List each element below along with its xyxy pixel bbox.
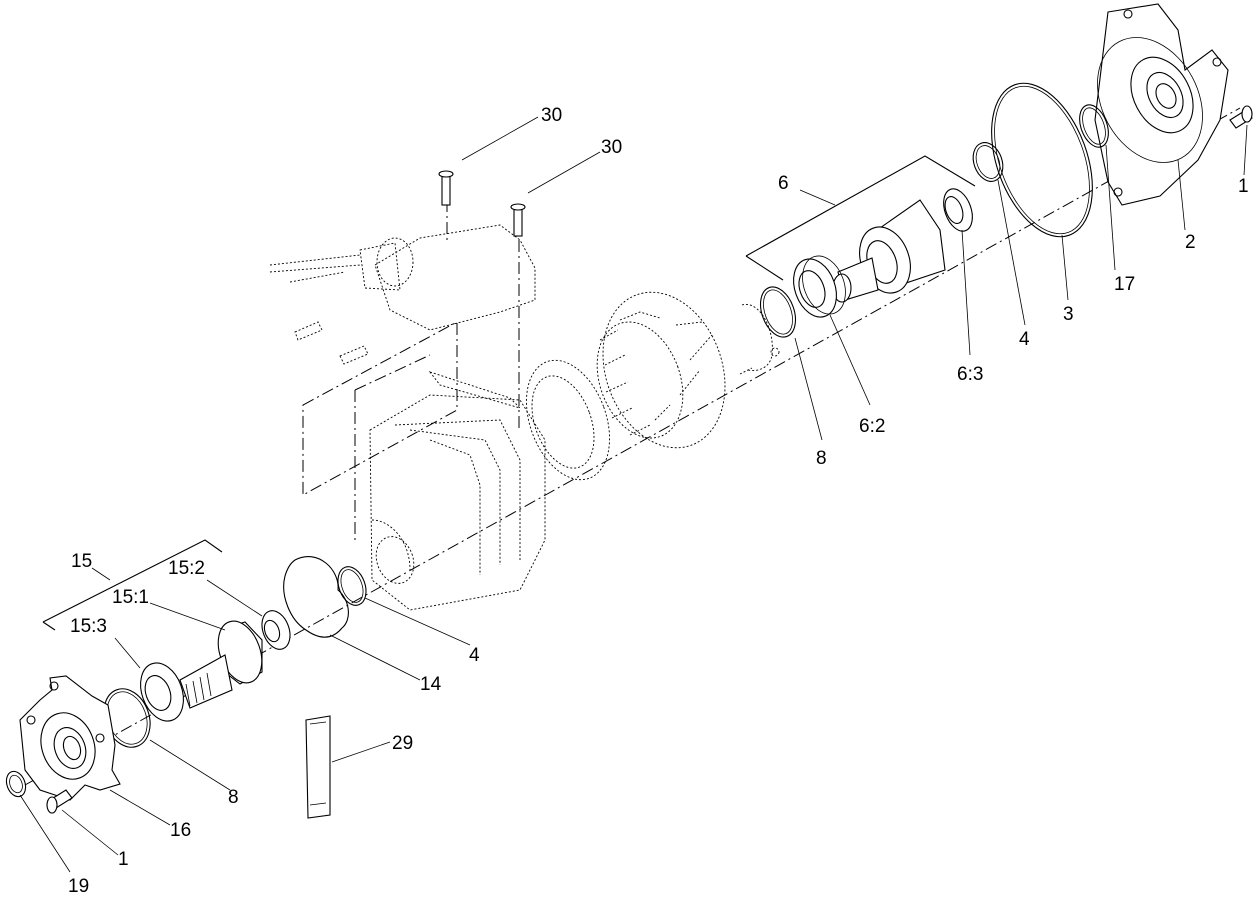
callout-6-3: 6:3 (957, 364, 983, 385)
pinion-shaft-part (179, 620, 263, 709)
callout-8-top: 8 (816, 448, 827, 469)
callout-1-bottom: 1 (118, 849, 129, 870)
callout-6: 6 (778, 173, 789, 194)
o-ring-8-top-part (759, 286, 797, 338)
o-ring-large-part (991, 82, 1093, 238)
callout-4-top: 4 (1019, 329, 1030, 350)
washer-part (943, 188, 973, 232)
screw-part-bottom (46, 789, 73, 814)
screw-30-left-part (438, 170, 454, 206)
callout-29: 29 (392, 733, 413, 754)
callout-15-3: 15:3 (70, 616, 107, 637)
rotor-shaft-part (832, 199, 946, 303)
callout-14: 14 (420, 674, 442, 695)
callout-15-1: 15:1 (112, 587, 149, 608)
small-screw-a (294, 321, 323, 341)
callout-30-right: 30 (601, 137, 622, 158)
callout-3: 3 (1063, 304, 1074, 325)
callout-4-bottom: 4 (469, 645, 480, 666)
callout-16: 16 (170, 820, 191, 841)
callout-1-top: 1 (1238, 176, 1249, 197)
screw-30-right-part (510, 203, 526, 237)
washer-15-2-part (261, 610, 291, 650)
gasket-part (526, 359, 610, 481)
end-cover-part (1094, 3, 1229, 206)
bearing-part (793, 255, 846, 318)
callout-15-2: 15:2 (168, 558, 205, 579)
drive-end-housing-part (19, 675, 121, 801)
brush-plate-part (739, 304, 780, 375)
screw-part-top (1229, 105, 1253, 129)
stator-part (596, 291, 726, 449)
motor-housing-part (369, 371, 546, 611)
assembly-15-bracket (42, 539, 223, 631)
bearing-15-3-part (140, 662, 184, 722)
callout-17: 17 (1114, 274, 1135, 295)
solenoid-bracket-outline (302, 321, 458, 496)
o-ring-14-part (283, 556, 349, 638)
housing-bracket-outline (354, 354, 431, 540)
callout-2: 2 (1185, 232, 1196, 253)
callout-15: 15 (71, 551, 92, 572)
leader-lines (19, 116, 1248, 873)
snap-ring-part (5, 770, 27, 798)
callout-19: 19 (68, 876, 89, 897)
o-ring-4-top-part (972, 142, 1004, 182)
brush-part (305, 715, 331, 819)
o-ring-4-bottom-part (337, 566, 367, 606)
o-ring-small-part (1079, 104, 1109, 148)
callout-8-bottom: 8 (228, 787, 239, 808)
small-screw-b (339, 345, 369, 365)
callout-30-left: 30 (541, 105, 562, 126)
callout-6-2: 6:2 (859, 416, 885, 437)
solenoid-part (269, 224, 536, 331)
